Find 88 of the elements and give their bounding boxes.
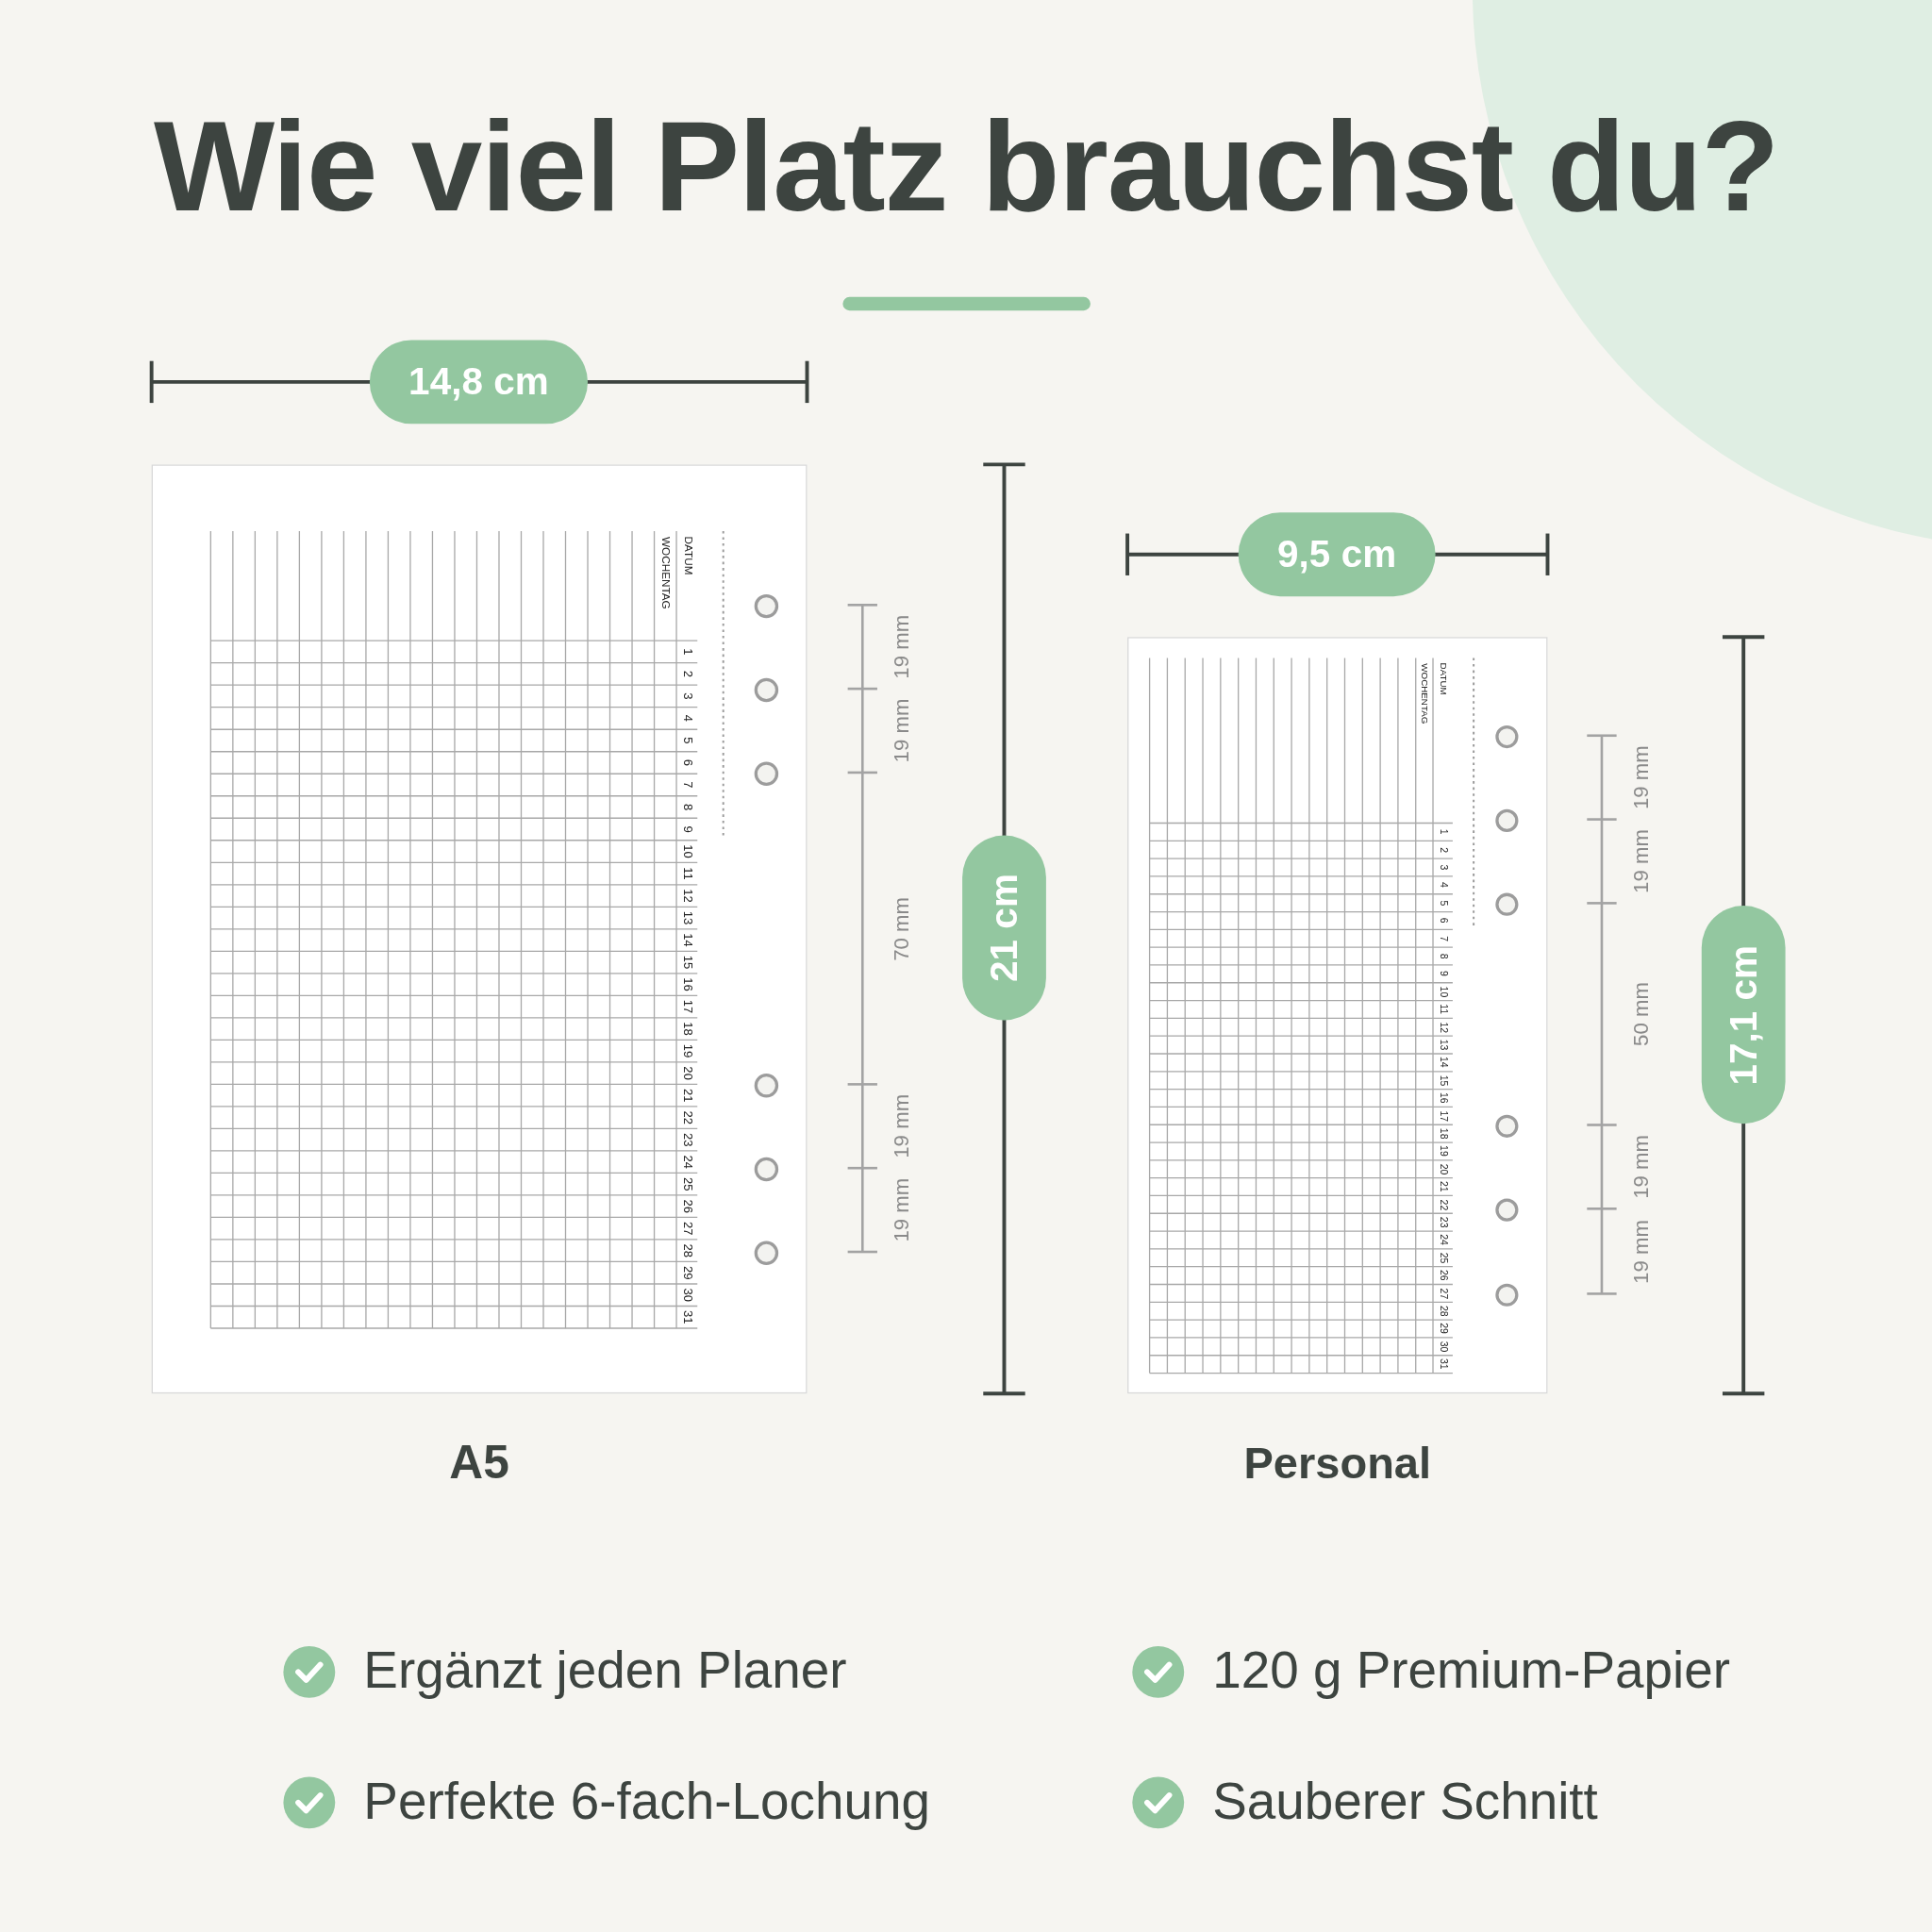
day-number: 21 [680,1088,693,1103]
dimension-text: 19 mm [1630,1134,1652,1199]
feature-text: Sauberer Schnitt [1212,1771,1598,1832]
day-number: 25 [680,1176,693,1191]
day-number: 3 [680,692,693,700]
dimension-label: 9,5 cm [1238,512,1436,597]
day-number: 11 [1438,1004,1448,1015]
day-number: 16 [680,977,693,991]
day-number: 1 [1438,828,1448,835]
day-number: 27 [680,1221,693,1236]
feature-text: Perfekte 6-fach-Lochung [363,1771,931,1832]
day-number: 8 [680,803,693,811]
day-number: 17 [1438,1110,1448,1122]
day-number: 31 [1438,1358,1448,1370]
title: Wie viel Platz brauchst du? [152,95,1780,238]
day-number: 18 [680,1022,693,1036]
day-number: 30 [680,1288,693,1302]
day-number: 17 [680,999,693,1014]
day-number: 10 [680,844,693,858]
day-number: 31 [680,1310,693,1324]
day-number: 24 [1438,1234,1448,1246]
day-number: 28 [1438,1305,1448,1317]
day-number: 15 [1438,1074,1448,1086]
day-number: 22 [680,1110,693,1124]
day-number: 18 [1438,1127,1448,1140]
day-number: 25 [1438,1252,1448,1264]
column-header: WOCHENTAG [659,536,672,609]
column-header: DATUM [1438,662,1448,695]
day-number: 22 [1438,1199,1448,1210]
column-header: DATUM [681,535,693,575]
dimension-text: 19 mm [891,698,913,763]
day-number: 29 [1438,1323,1448,1335]
dimension-text: 19 mm [891,1093,913,1158]
day-number: 3 [1438,864,1448,871]
day-number: 15 [680,955,693,970]
day-number: 6 [1438,918,1448,924]
feature-text: 120 g Premium-Papier [1212,1640,1731,1702]
day-number: 19 [680,1043,693,1058]
dimension-label: 14,8 cm [369,340,588,425]
day-number: 1 [680,648,693,656]
day-number: 6 [680,758,693,767]
day-number: 21 [1438,1181,1448,1192]
dimension-label: 21 cm [985,874,1024,982]
day-number: 2 [680,670,693,678]
dimension-text: 19 mm [1630,1219,1652,1284]
day-number: 7 [680,781,693,789]
day-number: 14 [680,933,693,947]
day-number: 9 [680,825,693,833]
divider-bar [842,296,1091,311]
feature-text: Ergänzt jeden Planer [363,1640,847,1702]
day-number: 23 [1438,1216,1448,1228]
day-number: 20 [680,1066,693,1080]
day-number: 12 [1438,1021,1448,1033]
dimension-text: 70 mm [891,896,913,961]
day-number: 13 [680,910,693,925]
day-number: 28 [680,1243,693,1257]
dimension-text: 50 mm [1630,982,1652,1046]
dimension-label: 17,1 cm [1724,944,1763,1085]
day-number: 27 [1438,1288,1448,1299]
day-number: 30 [1438,1341,1448,1353]
day-number: 19 [1438,1145,1448,1158]
day-number: 29 [680,1265,693,1280]
day-number: 23 [680,1132,693,1147]
dimension-text: 19 mm [891,614,913,679]
day-number: 13 [1438,1039,1448,1051]
dimension-text: 19 mm [1630,745,1652,810]
day-number: 7 [1438,935,1448,941]
day-number: 4 [680,714,693,723]
day-number: 26 [1438,1270,1448,1281]
day-number: 2 [1438,846,1448,853]
day-number: 9 [1438,971,1448,977]
day-number: 5 [680,737,693,744]
day-number: 14 [1438,1057,1448,1069]
dimension-text: 19 mm [1630,829,1652,893]
size-label: A5 [449,1437,509,1490]
day-number: 12 [680,889,693,903]
column-header: WOCHENTAG [1420,662,1429,724]
day-number: 26 [680,1199,693,1213]
day-number: 10 [1438,986,1448,997]
day-number: 8 [1438,953,1448,959]
day-number: 24 [680,1155,693,1169]
dimension-text: 19 mm [891,1177,913,1242]
day-number: 5 [1438,900,1448,907]
day-number: 11 [680,867,693,880]
day-number: 16 [1438,1092,1448,1104]
day-number: 4 [1438,882,1448,889]
size-label: Personal [1243,1438,1432,1490]
day-number: 20 [1438,1163,1448,1175]
